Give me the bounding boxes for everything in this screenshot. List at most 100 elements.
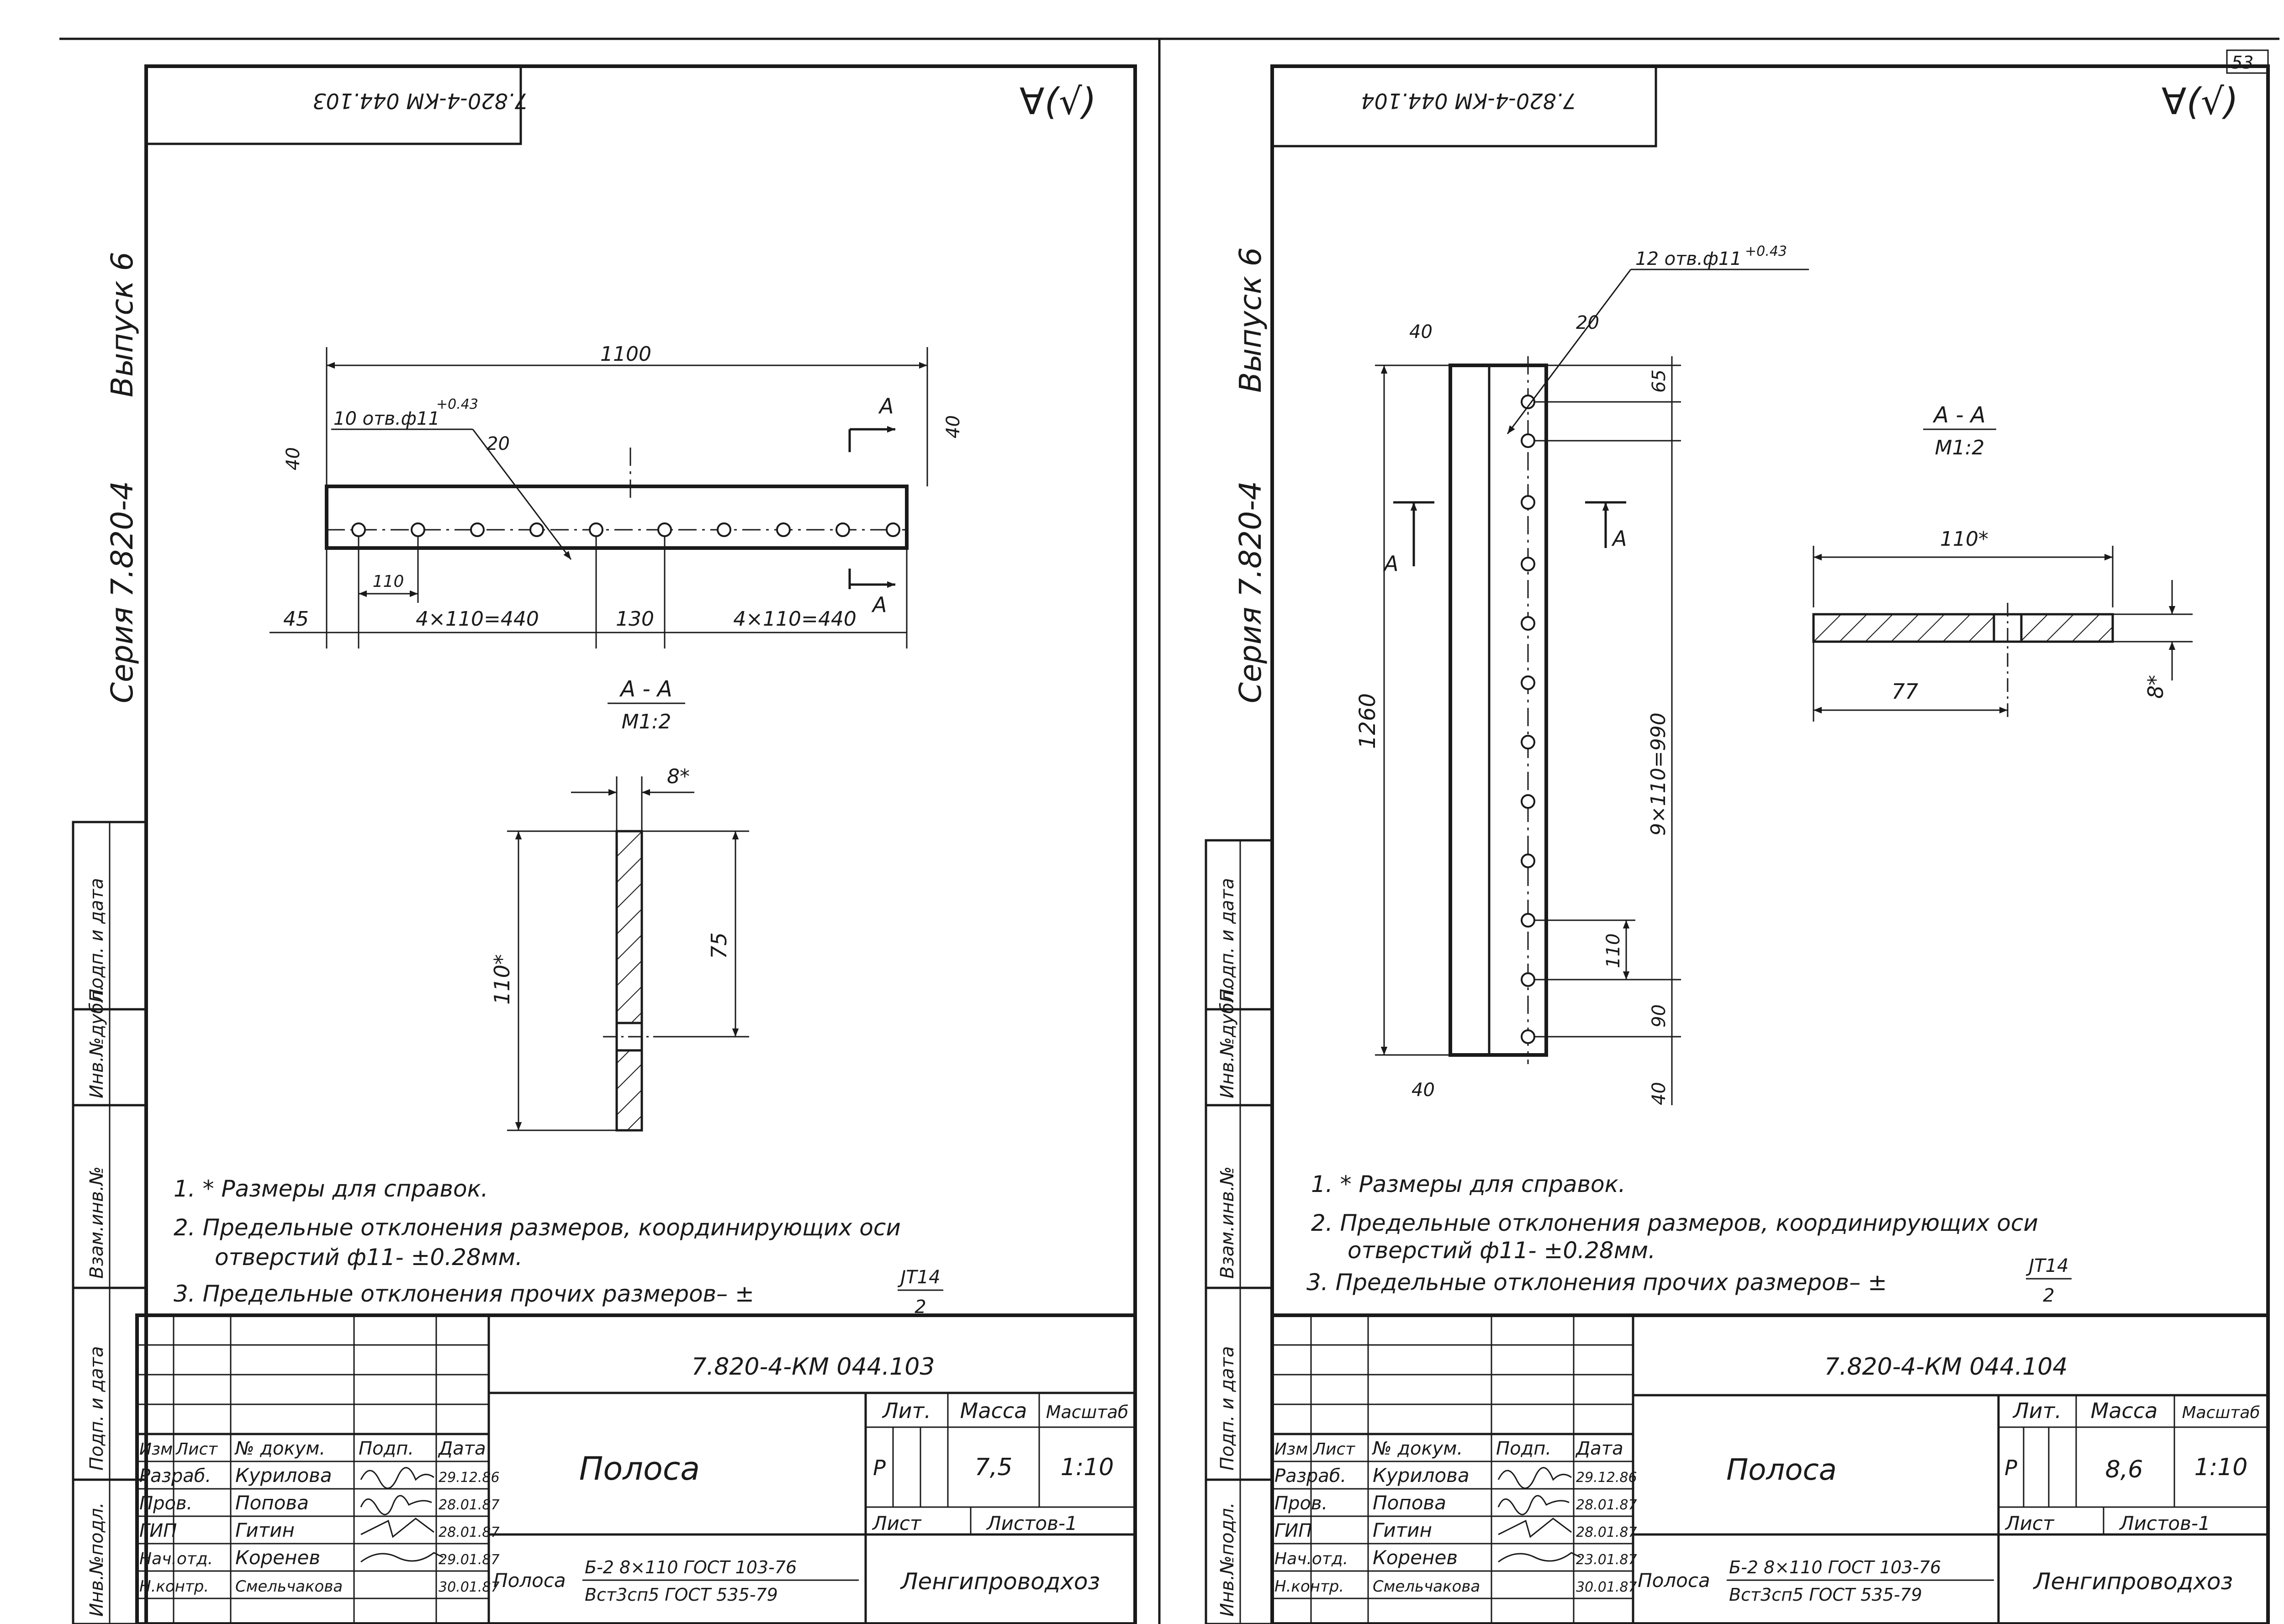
right-frame [1270, 64, 2270, 1624]
right-note-frac-den: 2 [2043, 1285, 2054, 1306]
right-sheet: 7.820-4-КМ 044.104 ∀(√) Серия 7.820-4 Вы… [1205, 64, 2270, 1624]
left-row-role-4: Нач.отд. [139, 1550, 213, 1568]
right-section-view: А - А М1:2 110* 77 8* [1812, 402, 2193, 722]
left-row-role-3: ГИП [139, 1520, 177, 1541]
right-dim-overall: 1260 [1355, 693, 1380, 749]
left-section-scale: М1:2 [622, 710, 671, 733]
right-notes: 1. * Размеры для справок. 2. Предельные … [1306, 1171, 2072, 1306]
right-signature-2 [1497, 1495, 1570, 1515]
right-title-block: 7.820-4-КМ 044.104 Полоса Изм Лист № док… [1270, 1313, 2270, 1624]
right-section-scale: М1:2 [1935, 436, 1985, 459]
left-edge-right: 40 [943, 415, 964, 438]
right-dim-group: 9×110=990 [1647, 712, 1670, 836]
left-signature-2 [360, 1495, 432, 1515]
right-lit-value: Р [2004, 1455, 2017, 1480]
right-row-name-1: Курилова [1373, 1464, 1470, 1487]
right-holes-note: 12 отв.ф11 [1635, 248, 1742, 269]
right-row-name-3: Гитин [1373, 1519, 1432, 1541]
left-notes: 1. * Размеры для справок. 2. Предельные … [174, 1176, 943, 1318]
right-section-thickness: 8* [2143, 675, 2168, 699]
page-number-box [2226, 49, 2269, 74]
right-row-date-4: 23.01.87 [1576, 1552, 1637, 1568]
right-stamp-podp-data-2: Подп. и дата [1217, 878, 1238, 1002]
left-mirrored-code: 7.820-4-КМ 044.103 [312, 89, 528, 113]
right-hdr-data: Дата [1575, 1438, 1623, 1459]
right-row-role-3: ГИП [1274, 1520, 1312, 1541]
right-signature-1 [1497, 1467, 1572, 1489]
left-side-stamp: Инв.№подл. Подп. и дата Взам.инв.№ Инв.№… [72, 821, 148, 1624]
left-issue: Выпуск 6 [105, 252, 140, 397]
right-note-2b: отверстий ф11- ±0.28мм. [1348, 1237, 1655, 1264]
left-signature-3 [360, 1518, 434, 1538]
left-row-date-3: 28.01.87 [439, 1524, 500, 1540]
right-row-name-2: Попова [1373, 1492, 1446, 1514]
left-stamp-podp-data-1: Подп. и дата [86, 1346, 107, 1471]
left-section-hatch-bottom [615, 1049, 643, 1132]
right-section-hole-axis: 77 [1892, 679, 1919, 704]
right-mass-label: Масса [2091, 1398, 2158, 1423]
right-note-frac-num: JT14 [2025, 1255, 2068, 1276]
right-note-3: 3. Предельные отклонения прочих размеров… [1306, 1269, 1887, 1296]
left-row-role-2: Пров. [139, 1493, 192, 1514]
right-lit-label: Лит. [2012, 1398, 2062, 1423]
right-holes-tol: +0.43 [1745, 243, 1787, 259]
left-stamp-podp-data-2: Подп. и дата [86, 878, 107, 1002]
left-note-2b: отверстий ф11- ±0.28мм. [215, 1244, 523, 1271]
left-hdr-list: Лист [175, 1440, 218, 1459]
right-sheets-label: Листов-1 [2119, 1512, 2210, 1534]
left-title-block: 7.820-4-КМ 044.103 Полоса Изм Лист № док… [135, 1313, 1137, 1624]
left-edge-top: 40 [283, 447, 304, 470]
right-organization: Ленгипроводхоз [2033, 1568, 2233, 1595]
left-hdr-dokum: № докум. [234, 1438, 325, 1459]
left-row-name-2: Попова [235, 1492, 309, 1514]
left-doc-code: 7.820-4-КМ 044.103 [692, 1353, 935, 1381]
right-hdr-list: Лист [1312, 1440, 1355, 1459]
right-hdr-izm: Изм [1274, 1440, 1308, 1459]
left-angle-mark: 20 [486, 433, 510, 454]
right-bottom-edge: 40 [1412, 1080, 1435, 1101]
left-signature-1 [360, 1467, 434, 1489]
left-organization: Ленгипроводхоз [900, 1568, 1100, 1595]
left-row-name-1: Курилова [235, 1464, 332, 1487]
right-top-edge: 40 [1409, 322, 1433, 343]
left-stamp-inv-dubl: Инв.№дубл. [86, 985, 107, 1098]
left-part-name: Полоса [579, 1450, 700, 1487]
left-dim-start: 45 [283, 607, 309, 631]
left-section-title: А - А [619, 676, 672, 702]
right-stamp-inv-podl: Инв.№подл. [1217, 1502, 1238, 1617]
right-note-1: 1. * Размеры для справок. [1311, 1171, 1626, 1197]
right-signature-4 [1498, 1552, 1581, 1563]
right-section-title: А - А [1932, 402, 1986, 428]
left-scale-value: 1:10 [1061, 1454, 1114, 1481]
left-hdr-data: Дата [438, 1438, 486, 1459]
right-row-role-1: Разраб. [1274, 1466, 1346, 1487]
left-row-date-2: 28.01.87 [439, 1497, 500, 1513]
right-dim-end-edge: 40 [1649, 1082, 1670, 1105]
left-lit-value: Р [873, 1455, 886, 1480]
right-stamp-podp-data-1: Подп. и дата [1217, 1346, 1238, 1471]
left-section-mark-bottom: А [871, 592, 887, 617]
left-note-2: 2. Предельные отклонения размеров, коорд… [174, 1214, 901, 1241]
right-plate-view: 12 отв.ф11 +0.43 20 40 40 1260 А А [1355, 243, 1809, 1105]
right-stamp-inv-dubl: Инв.№дубл. [1217, 985, 1238, 1098]
left-row-role-5: Н.контр. [139, 1577, 209, 1596]
left-dim-group-right: 4×110=440 [733, 607, 856, 631]
right-plate-outline [1449, 364, 1548, 1057]
right-issue: Выпуск 6 [1233, 247, 1268, 393]
right-mass-value: 8,6 [2105, 1456, 2143, 1483]
right-row-role-2: Пров. [1274, 1493, 1327, 1514]
right-section-hatch-right [2020, 613, 2114, 643]
right-material-prefix: Полоса [1638, 1569, 1710, 1592]
right-dim-last-gap: 90 [1649, 1004, 1670, 1028]
right-holes [1521, 395, 1535, 1044]
right-hdr-podp: Подп. [1496, 1438, 1551, 1459]
left-note-frac-num: JT14 [897, 1267, 940, 1288]
right-part-name: Полоса [1726, 1453, 1837, 1487]
left-row-name-4: Коренев [235, 1546, 320, 1569]
left-signature-4 [360, 1552, 444, 1563]
left-row-name-3: Гитин [235, 1519, 295, 1541]
left-dim-pitch: 110 [373, 572, 404, 591]
left-sheet: 7.820-4-КМ 044.103 ∀(√) Серия 7.820-4 Вы… [72, 64, 1137, 1624]
left-section-width: 110* [490, 954, 514, 1005]
